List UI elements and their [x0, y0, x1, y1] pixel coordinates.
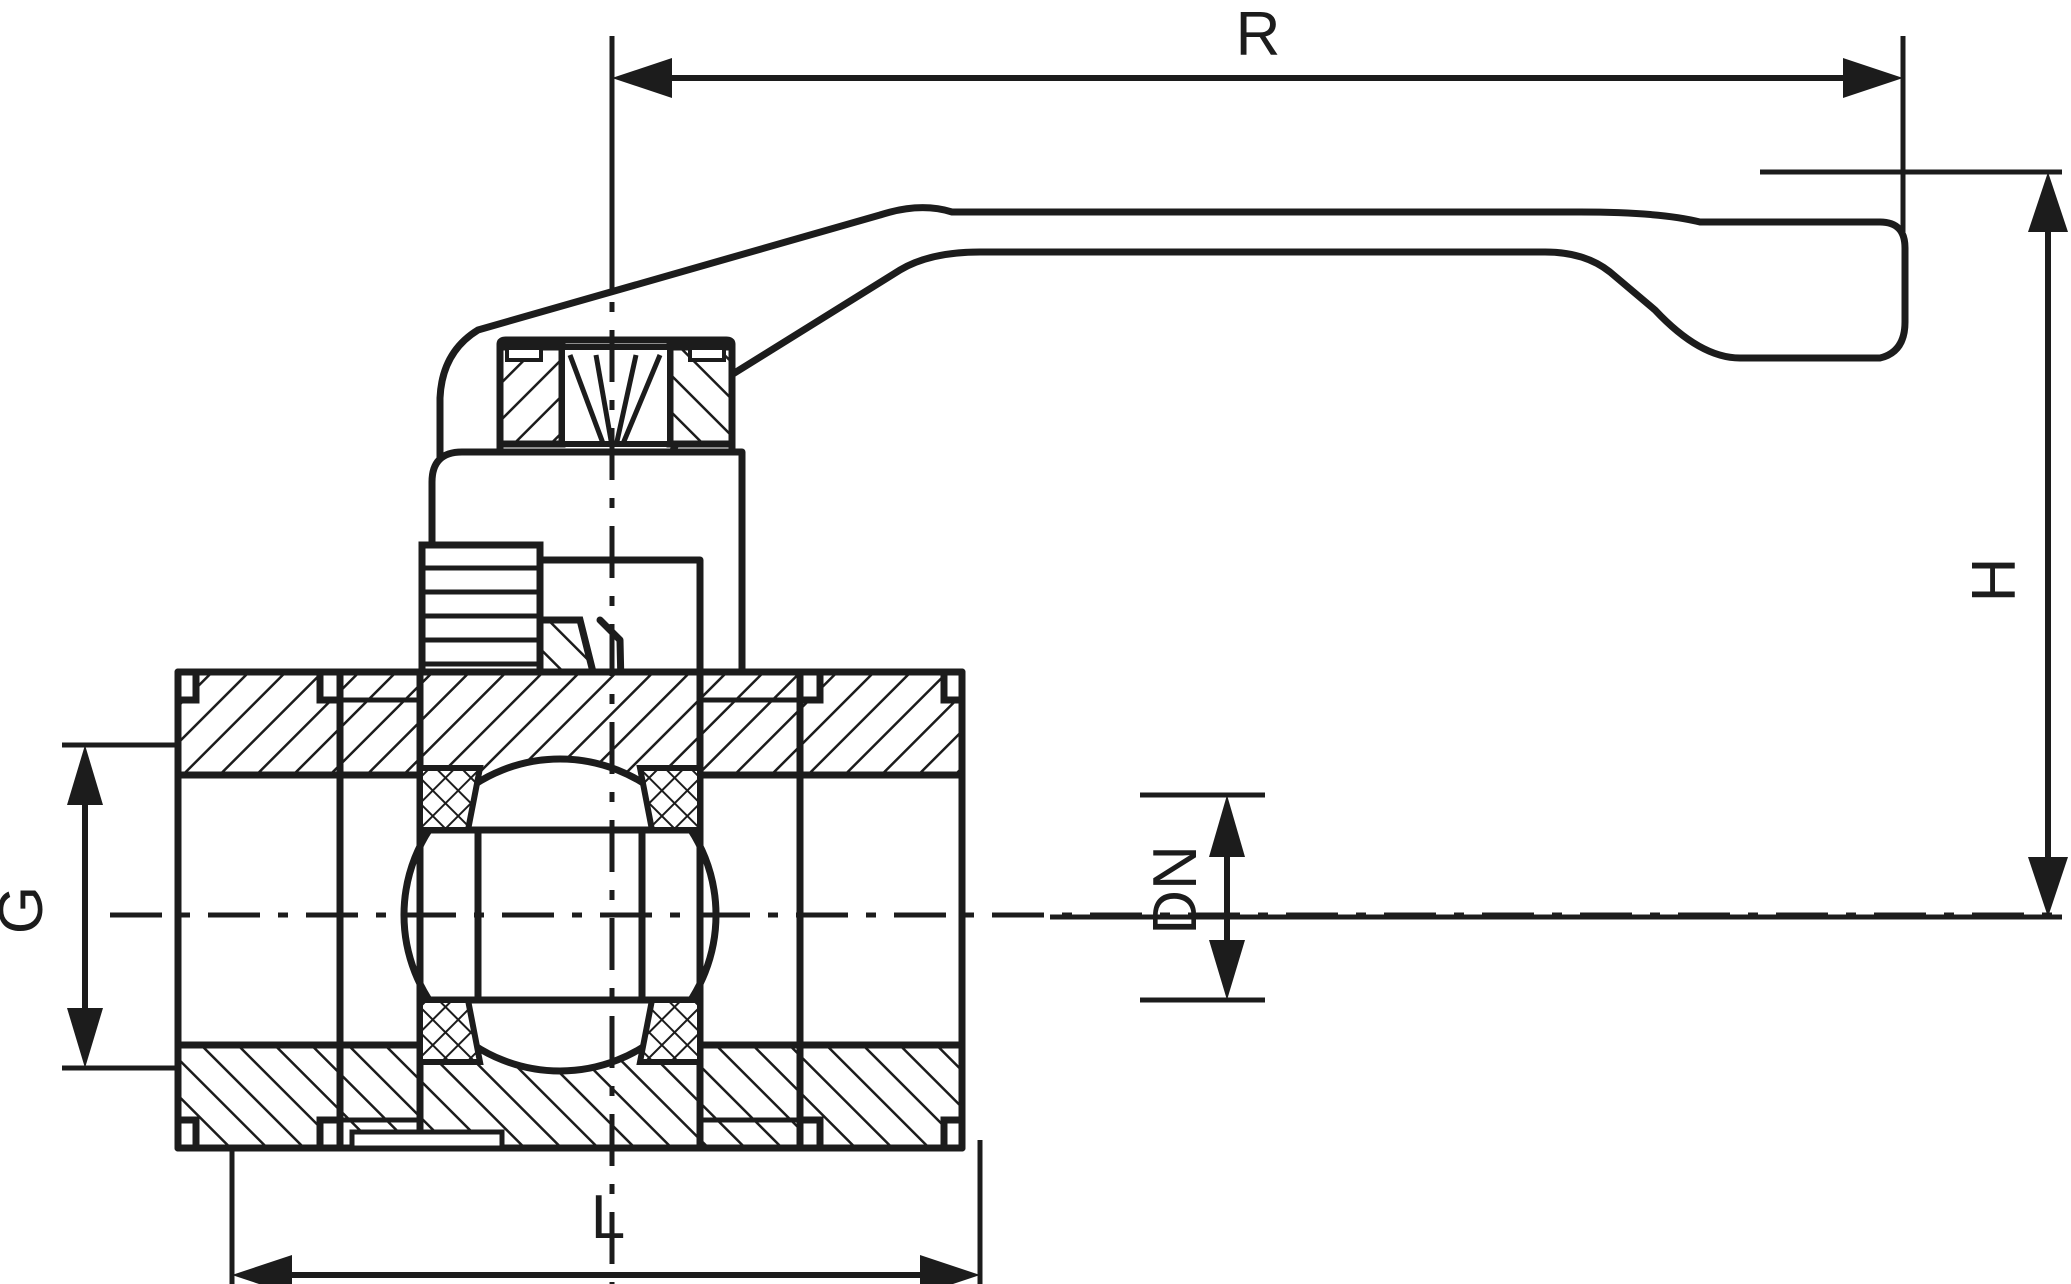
dimension-R-arrow-right: [1843, 58, 1903, 98]
left-port-bore: [174, 771, 344, 1049]
stem-nut-taper-2: [593, 354, 615, 447]
left-port-upper-wall: [174, 668, 344, 779]
dimension-R-arrow-left: [612, 58, 672, 98]
body-joint-detail: [337, 697, 803, 1151]
left-union-upper: [336, 668, 424, 779]
body-seal-groove: [349, 1129, 505, 1151]
dimension-H-arrow-bottom: [2028, 857, 2068, 917]
dimension-L-arrow-right: [920, 1255, 980, 1284]
dimension-label-DN: DN: [1141, 845, 1210, 935]
stem-nut-relief-right: [688, 346, 726, 362]
dimension-L-arrow-left: [232, 1255, 292, 1284]
handle-cap-outline: [428, 448, 746, 694]
dimension-L: [229, 1140, 983, 1284]
stem-nut-taper-4: [613, 354, 639, 447]
stem-nut-taper-1: [567, 354, 607, 447]
dimension-label-L: L: [591, 1183, 625, 1252]
dimension-label-R: R: [1236, 0, 1281, 69]
stem-nut-relief-left: [505, 346, 543, 362]
left-port-lower-wall: [174, 1041, 344, 1152]
dimension-H-arrow-top: [2028, 172, 2068, 232]
stem-nut-taper-3: [619, 354, 663, 447]
dimension-DN-arrow-top: [1209, 795, 1245, 857]
handle-cap: [428, 448, 746, 694]
seat-seal-lower-right: [636, 997, 703, 1065]
seat-seal-lower-left: [417, 997, 484, 1065]
right-port-upper-wall: [796, 668, 966, 779]
seat-seals: [417, 765, 703, 1065]
right-port-bore: [796, 771, 966, 1049]
dimension-label-H: H: [1960, 558, 2029, 603]
stem-nut-outline: [496, 336, 736, 456]
right-union-lower: [696, 1041, 804, 1152]
stem-nut-centre-bore: [559, 344, 673, 447]
dimension-G-arrow-top: [67, 745, 103, 805]
dimension-DN: [1140, 792, 1265, 1003]
seat-seal-upper-right: [636, 765, 703, 833]
stem-nut: [496, 336, 736, 456]
right-port-lower-wall: [796, 1041, 966, 1152]
dimension-DN-arrow-bottom: [1209, 940, 1245, 1000]
centrelines: [110, 36, 2062, 1284]
right-union-upper: [696, 668, 804, 779]
seat-seal-upper-left: [417, 765, 484, 833]
dimension-label-G: G: [0, 886, 56, 934]
dimension-G-arrow-bottom: [67, 1008, 103, 1068]
